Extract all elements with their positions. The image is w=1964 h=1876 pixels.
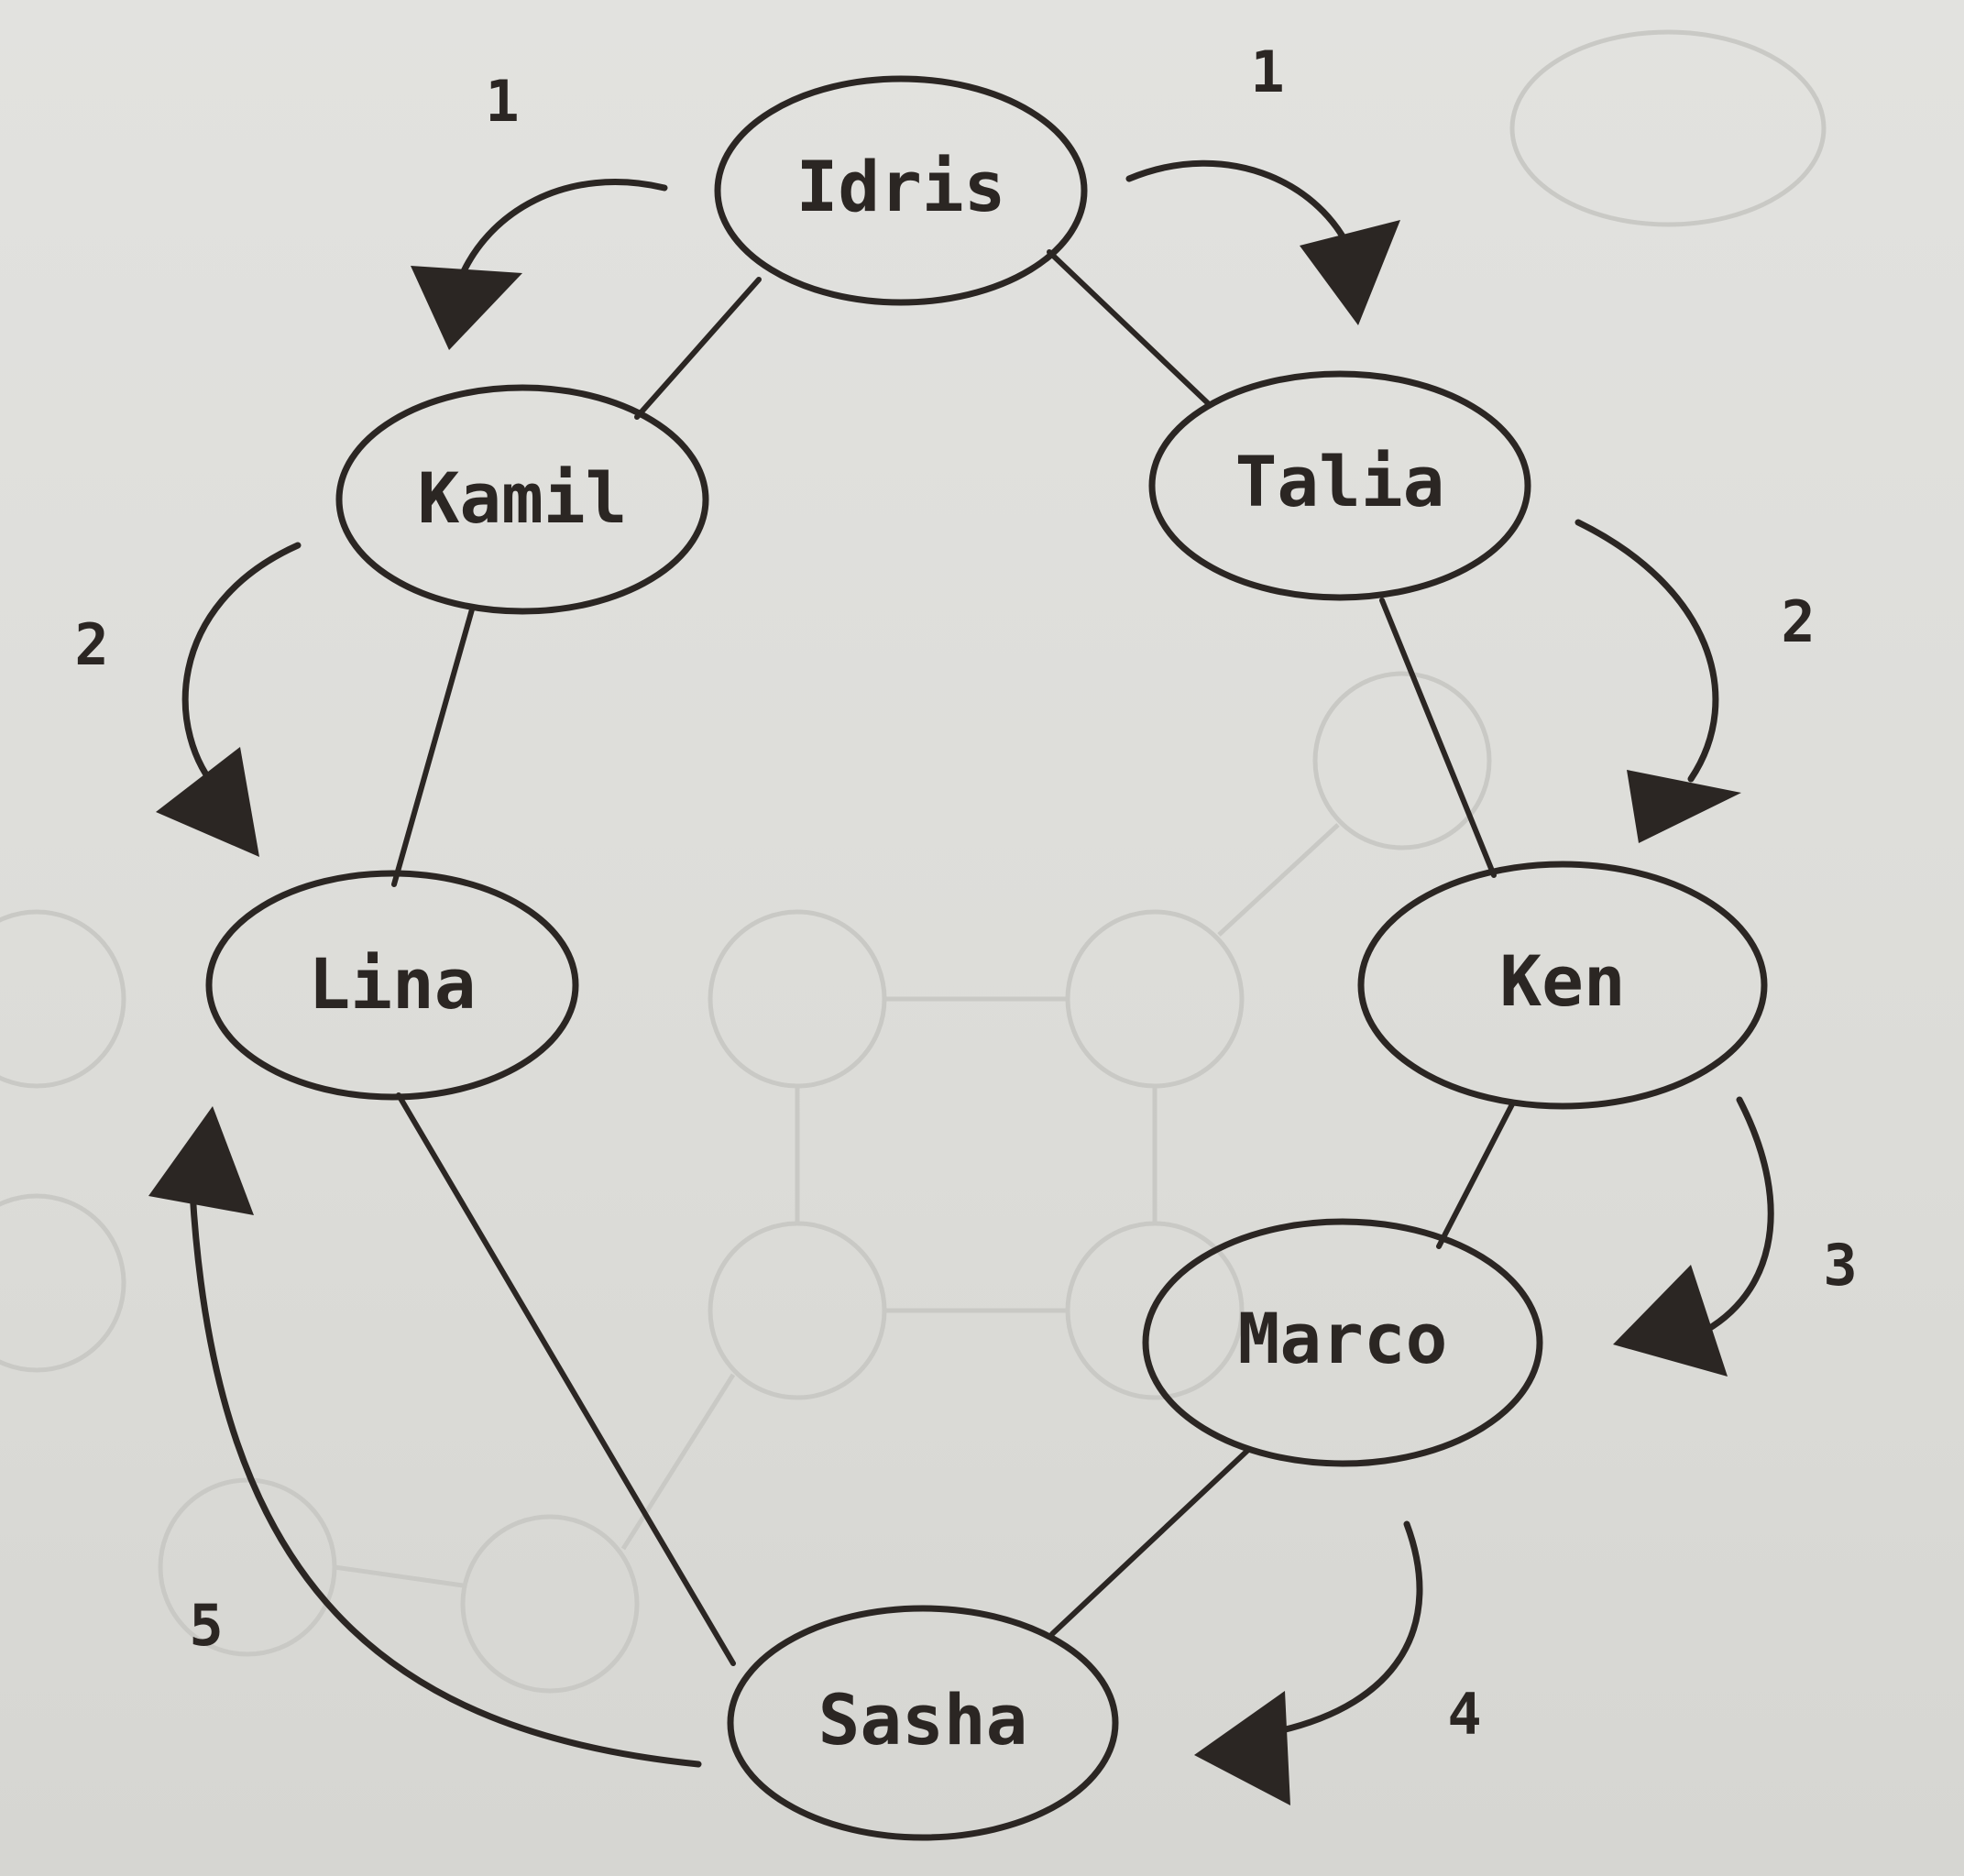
node-label: Sasha bbox=[818, 1679, 1028, 1761]
node-ken: Ken bbox=[1357, 861, 1768, 1110]
arrow-sasha-lina bbox=[189, 1188, 702, 1768]
arrow-ken-marco bbox=[1687, 1096, 1774, 1342]
node-label: Marco bbox=[1238, 1298, 1448, 1379]
arrowhead-icon bbox=[411, 266, 522, 350]
node-label: Idris bbox=[796, 146, 1006, 227]
node-sasha: Sasha bbox=[727, 1605, 1119, 1841]
step-label-sasha-lina: 5 bbox=[189, 1592, 223, 1659]
edge-idris-kamil bbox=[634, 277, 762, 420]
edge-sasha-lina bbox=[396, 1092, 736, 1666]
step-label-idris-kamil: 1 bbox=[485, 68, 519, 135]
arrow-marco-sasha bbox=[1270, 1520, 1423, 1736]
arrowhead-icon bbox=[148, 1106, 254, 1215]
step-label-kamil-lina: 2 bbox=[74, 611, 108, 678]
arrowhead-icon bbox=[156, 747, 259, 857]
node-lina: Lina bbox=[205, 870, 579, 1101]
node-marco: Marco bbox=[1142, 1218, 1543, 1467]
step-labels: 1 1 2 2 3 4 5 bbox=[74, 38, 1857, 1748]
arrowhead-icon bbox=[1613, 1265, 1728, 1377]
arrow-kamil-lina bbox=[181, 542, 302, 796]
edge-talia-ken bbox=[1379, 598, 1497, 878]
edge-idris-talia bbox=[1047, 249, 1211, 406]
node-label: Ken bbox=[1499, 940, 1625, 1022]
traversal-arrows bbox=[148, 159, 1774, 1805]
edge-ken-marco bbox=[1436, 1102, 1515, 1249]
step-label-marco-sasha: 4 bbox=[1447, 1681, 1481, 1748]
step-label-ken-marco: 3 bbox=[1823, 1232, 1857, 1299]
step-label-idris-talia: 1 bbox=[1250, 38, 1284, 105]
arrowhead-icon bbox=[1627, 770, 1741, 843]
edges bbox=[391, 249, 1515, 1666]
edge-kamil-lina bbox=[391, 607, 475, 887]
node-label: Lina bbox=[308, 943, 476, 1025]
node-label: Kamil bbox=[418, 457, 628, 539]
arrowhead-icon bbox=[1194, 1691, 1290, 1805]
arrowhead-icon bbox=[1300, 220, 1400, 325]
step-label-talia-ken: 2 bbox=[1781, 588, 1815, 655]
node-idris: Idris bbox=[714, 75, 1088, 306]
arrow-talia-ken bbox=[1574, 519, 1719, 783]
background-bleed-through bbox=[0, 29, 1827, 1694]
arrow-idris-kamil bbox=[455, 179, 668, 288]
nodes: Idris Kamil Talia Lina Ken Marco bbox=[205, 75, 1768, 1841]
node-kamil: Kamil bbox=[335, 384, 709, 615]
node-talia: Talia bbox=[1148, 370, 1531, 601]
node-label: Talia bbox=[1235, 441, 1445, 522]
edge-marco-sasha bbox=[1049, 1447, 1251, 1637]
